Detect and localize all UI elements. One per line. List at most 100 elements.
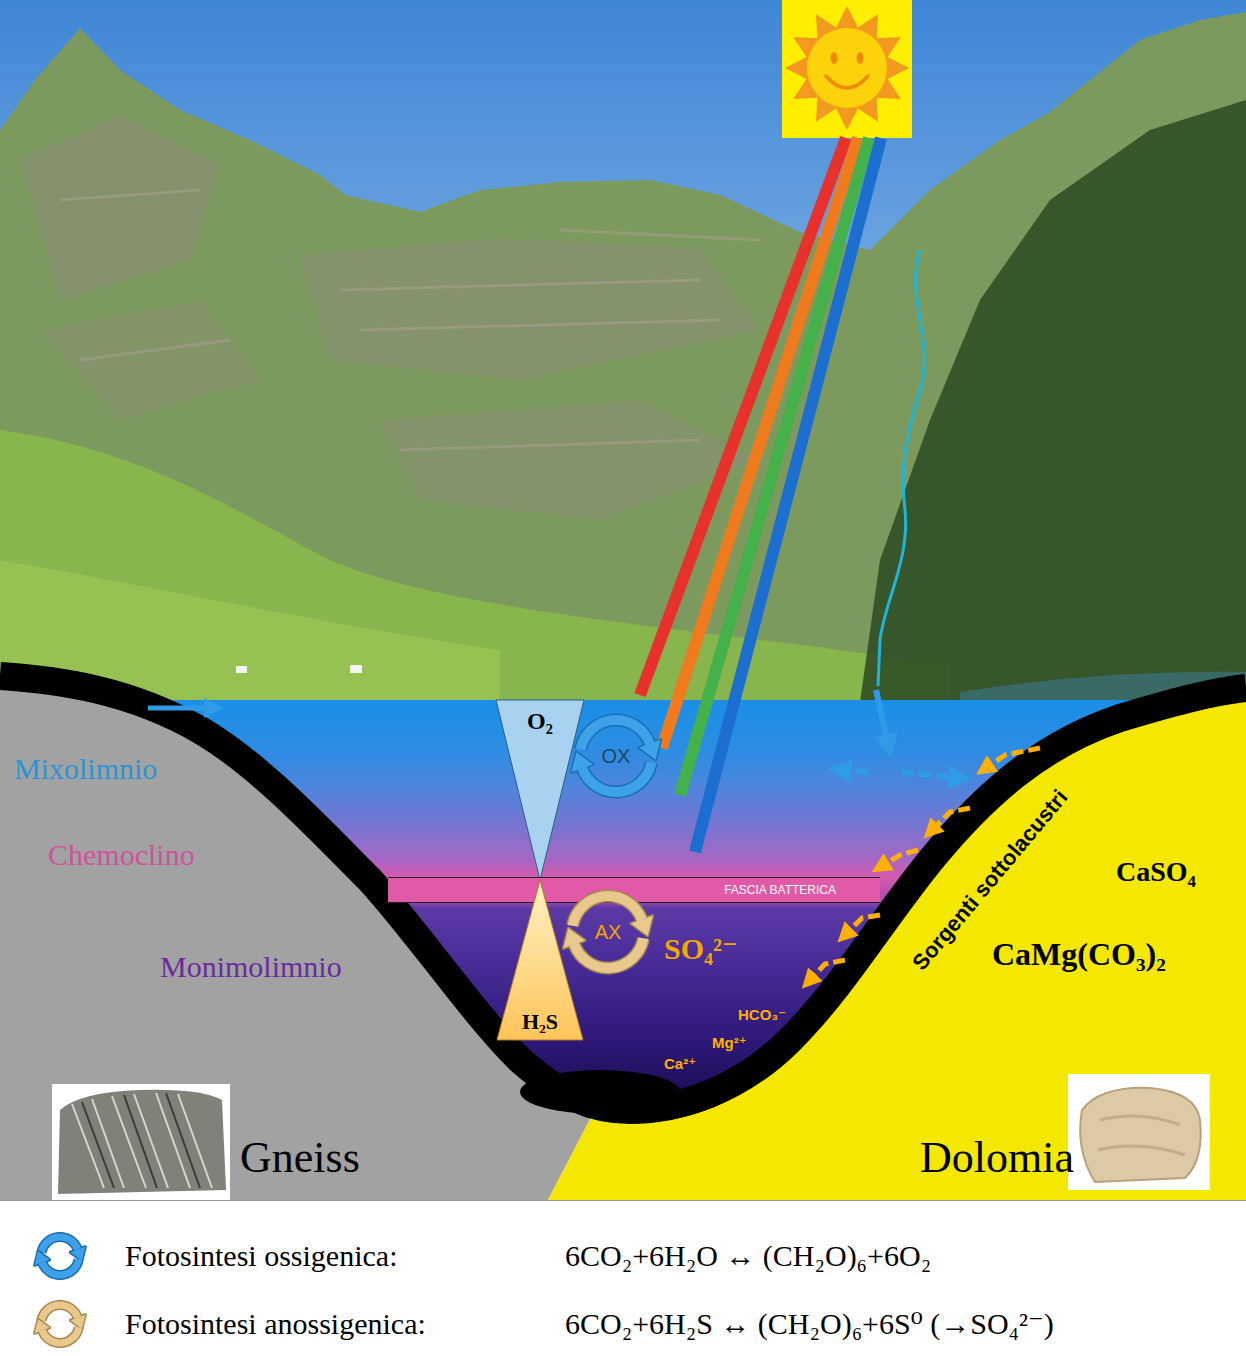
lake-water (0, 700, 1246, 1110)
mountain-photo (860, 100, 1246, 702)
lake-basin-outline (0, 676, 1246, 1110)
mountain-photo (40, 300, 260, 420)
cycle-arrowhead (563, 928, 585, 948)
triangle-outline (497, 880, 583, 1040)
legend-panel (0, 1200, 1246, 1356)
gneiss-sample (58, 1090, 226, 1194)
anoxygenic-cycle: AX (560, 884, 656, 980)
layer-label: Monimolimnio (160, 950, 342, 985)
cycle-arrow (41, 1237, 78, 1253)
node-text-box: O₂ (496, 700, 584, 880)
spring-arrows (986, 748, 1040, 768)
cycle-arrow-outline (582, 762, 651, 792)
dolomite-sample (1068, 1074, 1210, 1190)
cycle-arrows (571, 720, 660, 792)
legend-symbol (28, 1224, 92, 1288)
cycle-arrowhead (35, 1251, 50, 1265)
legend-text: Fotosintesi anossigenica: (125, 1307, 426, 1341)
inflow-arrow (148, 706, 212, 711)
sun-symbol (857, 52, 864, 64)
cycle-arrow (574, 938, 643, 968)
inflow-arrow (148, 708, 212, 709)
node-text: FASCIA BATTERICA (724, 879, 836, 902)
node-text: O₂ (527, 708, 553, 736)
spring-arrows (810, 960, 845, 980)
mineral-formula: CaSO₄ (1116, 856, 1196, 888)
mountain-photo (0, 430, 950, 702)
node-text-box: OX (568, 708, 664, 804)
mountain-photo (236, 666, 247, 673)
cycle-arrowhead (571, 752, 593, 772)
node-text: H₂S (522, 1009, 558, 1034)
legend-item: Fotosintesi ossigenica: (28, 1222, 426, 1290)
gneiss-sample (52, 1084, 230, 1200)
cycle-arrow (582, 762, 651, 792)
ion-label: Ca²⁺ (664, 1055, 696, 1072)
cycle-arrowhead (70, 1315, 85, 1329)
node-text-box: AX (560, 884, 656, 980)
light-rays (680, 138, 869, 795)
sun-symbol (782, 0, 912, 138)
node-text: AX (595, 921, 622, 944)
spring-arrows (846, 915, 880, 934)
stream-line (878, 250, 924, 686)
layer-label: Chemoclino (48, 838, 195, 873)
cycle-arrows (35, 1305, 86, 1343)
ion-label: SO₄²⁻ (664, 932, 738, 967)
cycle-arrowhead (70, 1247, 85, 1261)
gneiss-sample (82, 1093, 200, 1188)
spring-arrows (882, 850, 918, 866)
ion-label: Mg²⁺ (712, 1034, 747, 1051)
node-text-box: H₂S (497, 880, 583, 1040)
dolomite-sample (1098, 1116, 1185, 1155)
stream-line (876, 690, 888, 744)
lake-basin-outline (0, 676, 1246, 1114)
mountain-photo (350, 665, 362, 673)
spring-arrows (932, 808, 970, 830)
cycle-arrowhead (631, 916, 653, 936)
stream-line (902, 772, 958, 778)
legend: Fotosintesi ossigenica: Fotosintesi anoss… (28, 1222, 426, 1356)
lake-water (0, 700, 1246, 1110)
ion-label: HCO₃⁻ (738, 1006, 786, 1023)
dolomite-sample (1068, 1074, 1210, 1190)
cycle-arrowhead (35, 1319, 50, 1333)
oxygenic-cycle: OX (568, 708, 664, 804)
triangle-outline (496, 700, 584, 880)
cycle-arrow (41, 1305, 78, 1321)
cycle-arrow (42, 1327, 79, 1343)
stream-line (842, 770, 868, 772)
cycle-arrowhead (639, 740, 661, 760)
sun-symbol (785, 6, 909, 130)
sun-symbol (807, 28, 887, 108)
reaction-equation: 6CO₂+6H₂S ↔ (CH₂O)₆+6S⁰ (→SO₄²⁻) (565, 1307, 1054, 1341)
gneiss-sample (72, 1093, 212, 1188)
cycle-arrow-outline (574, 938, 643, 968)
dolomite-sample (1080, 1088, 1201, 1182)
mountain-photo (300, 238, 760, 380)
lake-basin-outline (520, 1070, 680, 1114)
mountain-photo (60, 190, 760, 450)
mountain-photo (0, 0, 1246, 702)
light-rays (640, 138, 846, 695)
light-rays (662, 138, 858, 748)
rock-name: Dolomia (920, 1133, 1074, 1184)
light-rays (640, 138, 881, 852)
light-rays (695, 138, 881, 852)
cycle-arrows (35, 1237, 86, 1275)
gneiss-sample (52, 1084, 230, 1200)
mountain-photo (0, 0, 1246, 702)
oxygen-gradient-triangle: O₂ (496, 700, 584, 880)
sun-symbol (831, 52, 838, 64)
mountain-photo (20, 115, 220, 300)
legend-panel (0, 1200, 1246, 1356)
legend-text: Fotosintesi ossigenica: (125, 1239, 398, 1273)
cycle-arrows (563, 896, 652, 968)
sulfide-gradient-triangle: H₂S (497, 880, 583, 1040)
legend-panel (0, 1200, 1246, 1201)
mineral-formula: CaMg(CO₃)₂ (992, 936, 1166, 973)
legend-symbol (28, 1292, 92, 1356)
legend-item: Fotosintesi anossigenica: (28, 1290, 426, 1356)
